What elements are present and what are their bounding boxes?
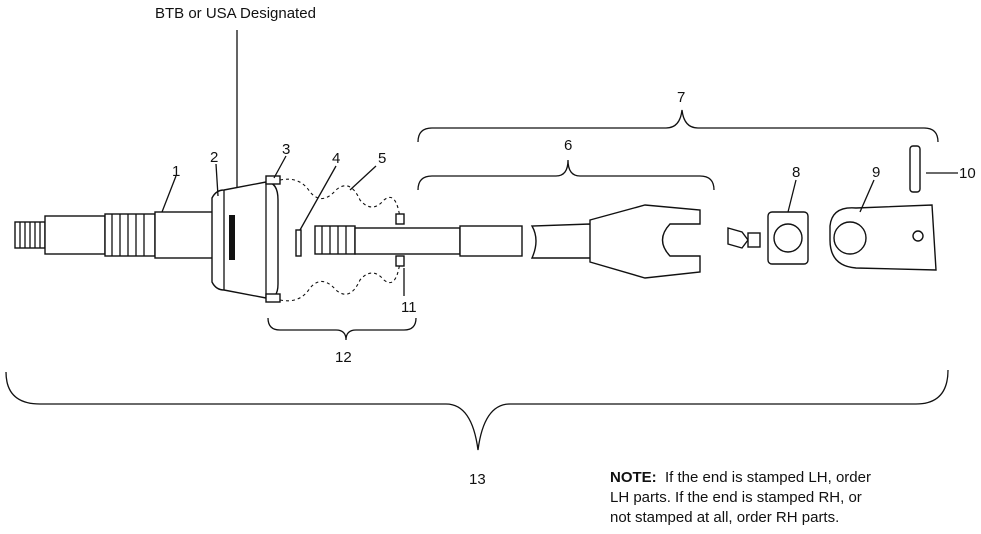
cv-housing-part xyxy=(211,181,279,299)
u-joint-cross-part xyxy=(727,211,809,265)
yoke-shaft-part xyxy=(314,204,701,279)
stamp-note: NOTE: If the end is stamped LH, order LH… xyxy=(610,468,970,528)
boot-clamp-part xyxy=(265,175,281,185)
callout-3: 3 xyxy=(282,141,290,158)
callout-4-leader xyxy=(299,165,337,231)
callout-9: 9 xyxy=(872,164,880,181)
designation-label: BTB or USA Designated xyxy=(155,5,316,22)
boot-clamp-lower xyxy=(265,293,281,303)
note-heading: NOTE: xyxy=(610,469,657,486)
callout-6: 6 xyxy=(564,137,572,154)
callout-2-leader xyxy=(215,163,219,197)
brace-6 xyxy=(417,159,715,191)
brace-7 xyxy=(417,109,939,143)
brace-13 xyxy=(5,369,949,451)
callout-2: 2 xyxy=(210,149,218,166)
callout-13: 13 xyxy=(469,471,486,488)
stub-shaft-part xyxy=(14,211,214,259)
note-line-1: If the end is stamped LH, order xyxy=(665,469,871,486)
callout-10: 10 xyxy=(959,165,976,182)
small-clamp-lower xyxy=(395,255,405,267)
callout-1: 1 xyxy=(172,163,180,180)
callout-7: 7 xyxy=(677,89,685,106)
small-clamp-part xyxy=(395,213,405,225)
callout-12: 12 xyxy=(335,349,352,366)
yoke-part xyxy=(829,204,937,271)
brace-12 xyxy=(267,317,417,341)
note-line-3: not stamped at all, order RH parts. xyxy=(610,509,840,526)
callout-4: 4 xyxy=(332,150,340,167)
roll-pin-part xyxy=(909,145,921,193)
circlip-part xyxy=(295,229,302,257)
callout-3-leader xyxy=(273,155,287,179)
cv-boot-part xyxy=(279,178,401,302)
callout-5-leader xyxy=(349,165,377,191)
callout-8-leader xyxy=(787,179,797,213)
note-line-2: LH parts. If the end is stamped RH, or xyxy=(610,489,862,506)
callout-1-leader xyxy=(161,175,177,213)
callout-9-leader xyxy=(859,179,875,213)
callout-5: 5 xyxy=(378,150,386,167)
callout-8: 8 xyxy=(792,164,800,181)
callout-11: 11 xyxy=(401,299,417,316)
